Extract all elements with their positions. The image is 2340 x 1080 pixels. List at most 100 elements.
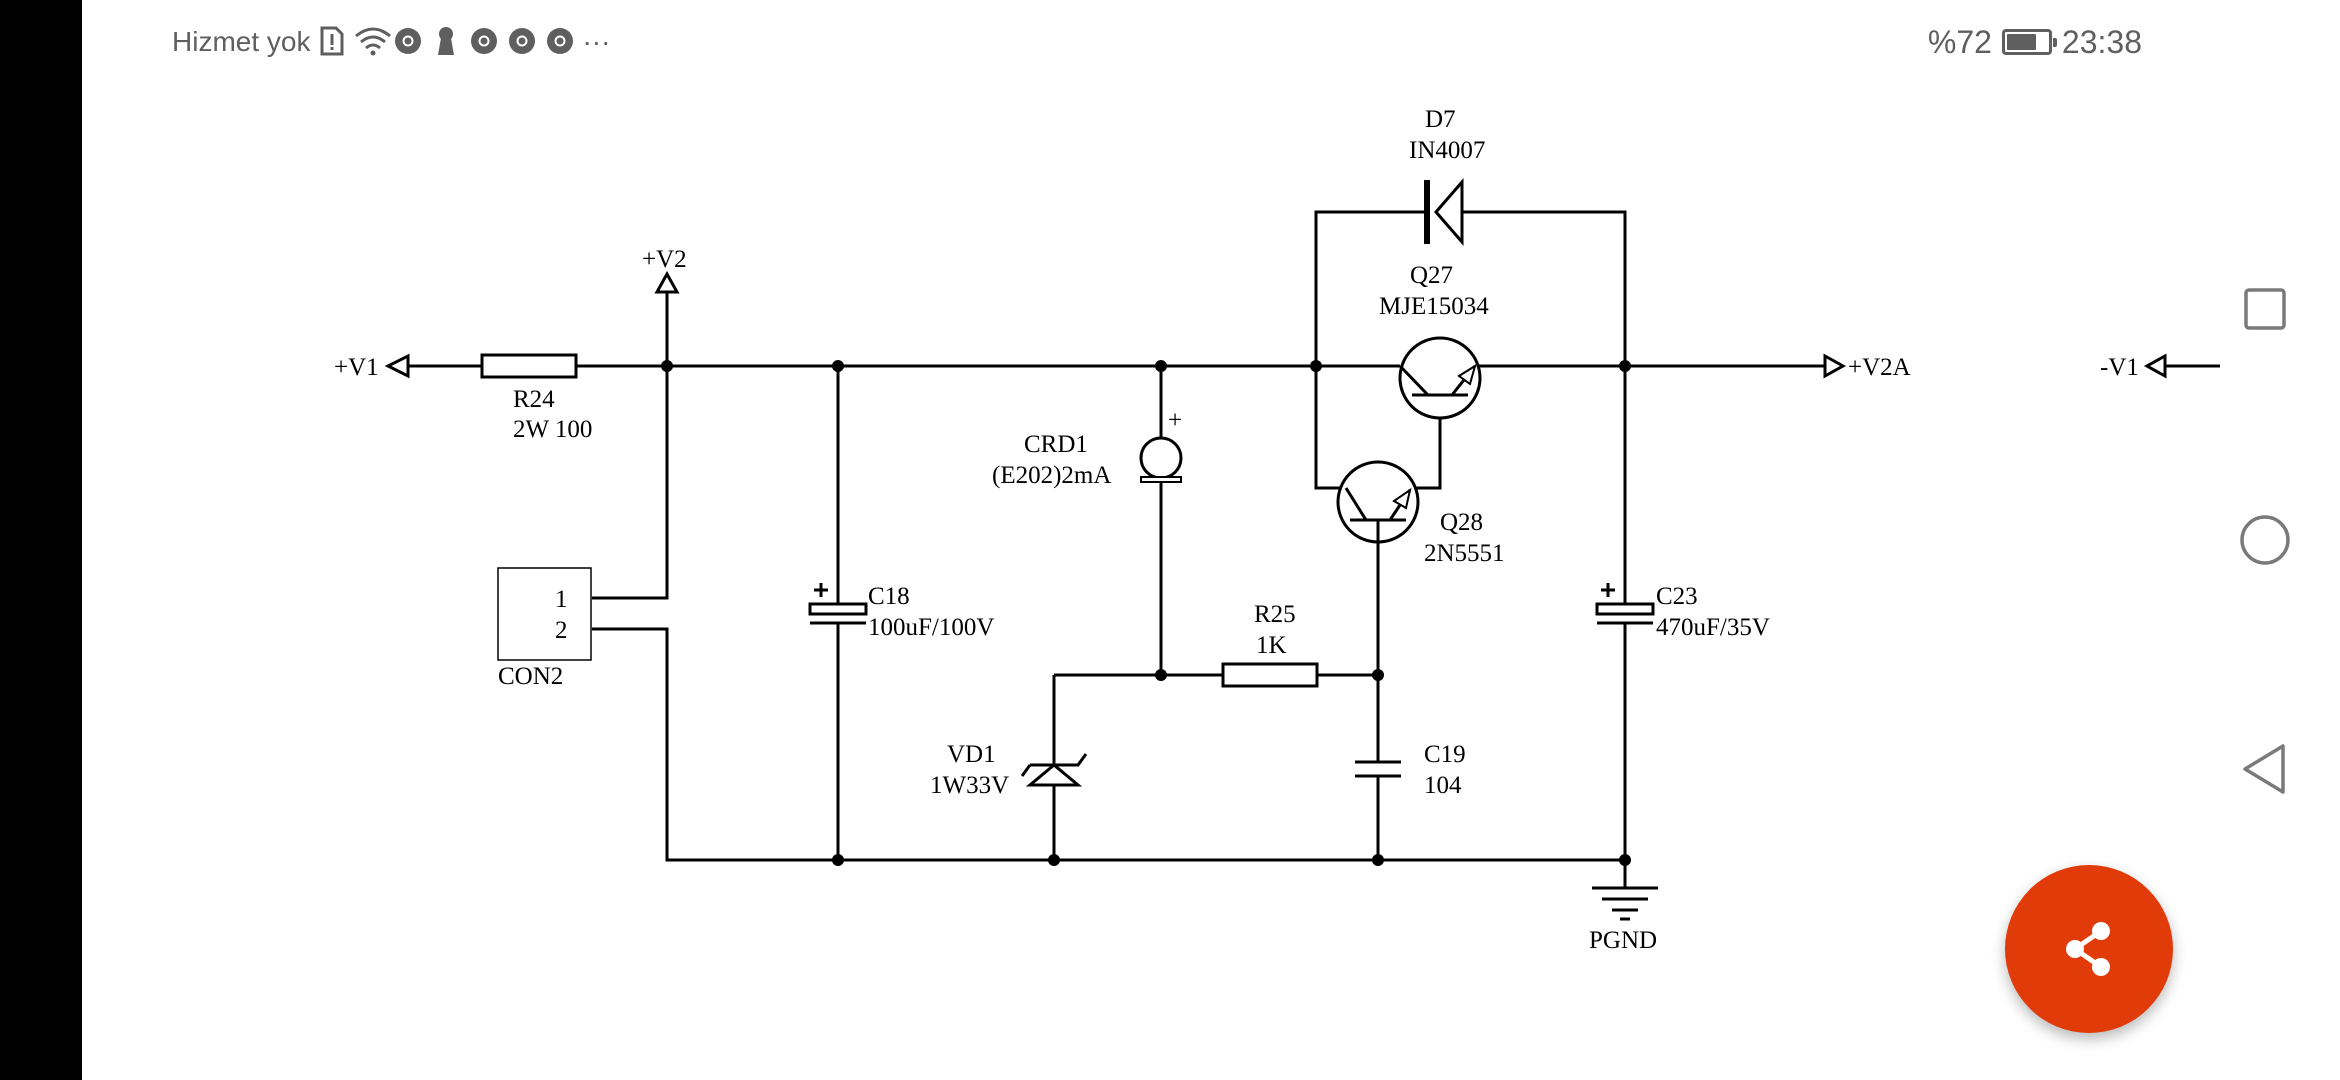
- recents-button[interactable]: [2230, 274, 2300, 344]
- chrome-icon: [544, 26, 576, 58]
- circle-icon: [2240, 515, 2290, 565]
- crd1-bar: [1140, 476, 1182, 483]
- port-v1-arrow: [384, 353, 410, 379]
- ground-icon: [1592, 886, 1658, 921]
- battery-tip: [2052, 38, 2057, 47]
- q27-collector-lead: [1398, 364, 1430, 397]
- share-fab-button[interactable]: [2005, 865, 2173, 1033]
- battery-fill: [2006, 34, 2036, 50]
- port-v2-label: +V2: [642, 246, 687, 273]
- q27-emitter-arrow: [1457, 363, 1477, 386]
- c19-plates: [1355, 760, 1401, 778]
- crd1-body: [1139, 436, 1183, 480]
- crd1-value: (E202)2mA: [992, 462, 1111, 489]
- junction-dot: [1372, 669, 1384, 681]
- transistor-q27: Q27 MJE15034: [1379, 262, 1489, 420]
- con2-ref: CON2: [498, 663, 563, 690]
- port-neg-v1: -V1: [2100, 353, 2167, 381]
- ground-label: PGND: [1589, 927, 1657, 954]
- crd1-polarity: +: [1168, 407, 1182, 434]
- q28-ref: Q28: [1440, 509, 1483, 536]
- port-neg-v1-arrow: [2143, 353, 2167, 379]
- junctions: [661, 360, 1631, 866]
- junction-dot: [1048, 854, 1060, 866]
- junction-dot: [1372, 854, 1384, 866]
- vd1-ref: VD1: [947, 741, 996, 768]
- status-bar: Hizmet yok ··· %72 23:38: [82, 0, 2152, 84]
- wire-ground-rail: [592, 627, 1625, 862]
- keyhole-icon: [430, 26, 462, 58]
- clock: 23:38: [2061, 23, 2142, 60]
- c23-ref: C23: [1656, 583, 1698, 610]
- port-v1-label: +V1: [334, 354, 379, 381]
- vd1-value: 1W33V: [930, 772, 1009, 799]
- q27-value: MJE15034: [1379, 293, 1489, 320]
- resistor-r24: R24 2W 100: [480, 353, 592, 443]
- port-neg-v1-label: -V1: [2100, 354, 2139, 381]
- share-icon: [2066, 922, 2110, 976]
- battery-percent: %72: [1927, 23, 1992, 60]
- port-v2a-arrow: [1823, 353, 1847, 379]
- chrome-icon: [506, 26, 538, 58]
- c18-value: 100uF/100V: [868, 614, 994, 641]
- con2-box: [497, 567, 592, 661]
- port-v1: +V1: [334, 353, 410, 381]
- wire-d7-left: [1314, 210, 1427, 366]
- resistor-r25-body: [1221, 662, 1319, 688]
- c19-value: 104: [1424, 772, 1462, 799]
- d7-ref: D7: [1425, 106, 1456, 133]
- junction-dot: [832, 360, 844, 372]
- zener-vd1: VD1 1W33V: [930, 741, 1088, 799]
- vd1-cathode-tail: [1020, 764, 1032, 777]
- transistor-q28: Q28 2N5551: [1336, 460, 1505, 567]
- back-button[interactable]: [2230, 734, 2300, 804]
- connector-con2: 1 2 CON2: [497, 567, 592, 690]
- junction-dot: [1619, 360, 1631, 372]
- q28-value: 2N5551: [1424, 540, 1505, 567]
- wifi-icon: [354, 26, 392, 58]
- status-right: %72 23:38: [1928, 22, 2142, 62]
- q28-emitter-arrow: [1392, 487, 1412, 510]
- triangle-back-icon: [2243, 744, 2285, 794]
- r25-value: 1K: [1256, 632, 1287, 659]
- port-v2-arrow: [654, 270, 680, 294]
- ground-pgnd: PGND: [1589, 886, 1658, 954]
- wire-con2-pin1: [592, 366, 669, 600]
- vd1-cathode-bar: [1030, 753, 1088, 767]
- left-black-bar: [0, 0, 82, 1080]
- c18-positive-plate: [808, 602, 868, 616]
- sim-alert-icon: [316, 26, 348, 58]
- home-button[interactable]: [2230, 505, 2300, 575]
- r24-value: 2W 100: [513, 416, 592, 443]
- resistor-r24-body: [480, 353, 578, 379]
- c23-plus-icon: [1601, 583, 1615, 597]
- resistor-r25: R25 1K: [1221, 601, 1319, 688]
- r24-ref: R24: [513, 386, 555, 413]
- port-v2a: +V2A: [1823, 353, 1911, 381]
- c23-value: 470uF/35V: [1656, 614, 1770, 641]
- q27-ref: Q27: [1410, 262, 1453, 289]
- carrier-text: Hizmet yok: [172, 26, 311, 57]
- junction-dot: [1155, 360, 1167, 372]
- junction-dot: [1155, 669, 1167, 681]
- d7-value: IN4007: [1409, 137, 1485, 164]
- c23-positive-plate: [1595, 602, 1655, 616]
- navigation-bar: [2200, 0, 2340, 1080]
- vd1-triangle: [1025, 763, 1083, 787]
- junction-dot: [661, 360, 673, 372]
- current-diode-crd1: + CRD1 (E202)2mA: [992, 407, 1183, 489]
- wire-d7-right: [1436, 210, 1627, 605]
- con2-pin1: 1: [555, 586, 568, 613]
- port-v2: +V2: [642, 246, 687, 294]
- more-notifications-icon: ···: [582, 26, 611, 57]
- crd1-ref: CRD1: [1024, 431, 1088, 458]
- c18-ref: C18: [868, 583, 910, 610]
- capacitor-c23: C23 470uF/35V: [1595, 583, 1770, 641]
- junction-dot: [1619, 854, 1631, 866]
- con2-pin2: 2: [555, 617, 568, 644]
- diode-d7: D7 IN4007: [1409, 106, 1485, 247]
- chrome-icon: [468, 26, 500, 58]
- junction-dot: [1310, 360, 1322, 372]
- c18-plus-icon: [814, 583, 828, 597]
